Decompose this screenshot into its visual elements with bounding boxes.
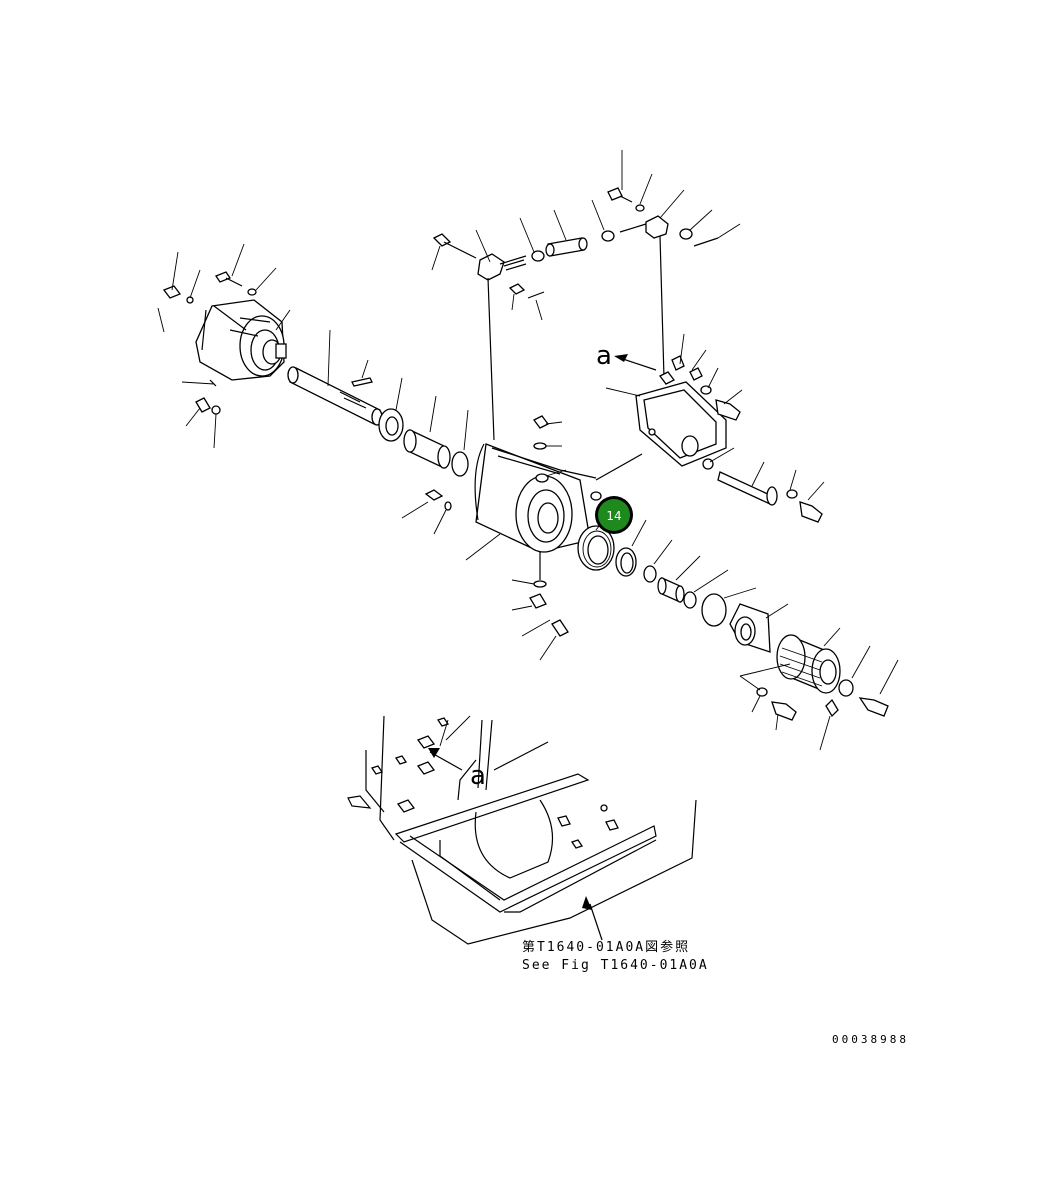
reference-note-en: See Fig T1640-01A0A (522, 958, 709, 973)
reference-note: 第T1640-01A0A図参照 See Fig T1640-01A0A (522, 939, 709, 973)
top-linkage (432, 187, 719, 441)
reference-note-jp: 第T1640-01A0A図参照 (522, 939, 690, 955)
seal-rings (615, 519, 757, 627)
drawing-number: 00038988 (832, 1033, 909, 1046)
leader-lines-drum (401, 415, 569, 661)
right-bracket-assembly (605, 355, 823, 523)
callout-14-fill (598, 499, 630, 531)
left-housing-assembly (162, 271, 287, 415)
main-drum (474, 443, 643, 553)
bearing-left (378, 377, 404, 442)
leader-lines-left (157, 243, 291, 449)
bearing-part-14 (577, 509, 615, 571)
leader-lines-right-bracket (679, 333, 825, 501)
view-marker-top: a (596, 341, 612, 371)
flange-plate (729, 603, 789, 653)
view-arrow-top: a (596, 341, 657, 371)
pulley-fasteners (739, 645, 899, 751)
drive-shaft (287, 329, 383, 426)
leader-lines-top (431, 150, 741, 321)
sleeve (403, 395, 469, 477)
callout-14[interactable]: 14 (595, 496, 633, 534)
machine-frame: a (347, 715, 697, 945)
view-marker-bottom: a (470, 761, 486, 791)
pulley (776, 627, 841, 694)
callout-14-label: 14 (606, 509, 621, 523)
